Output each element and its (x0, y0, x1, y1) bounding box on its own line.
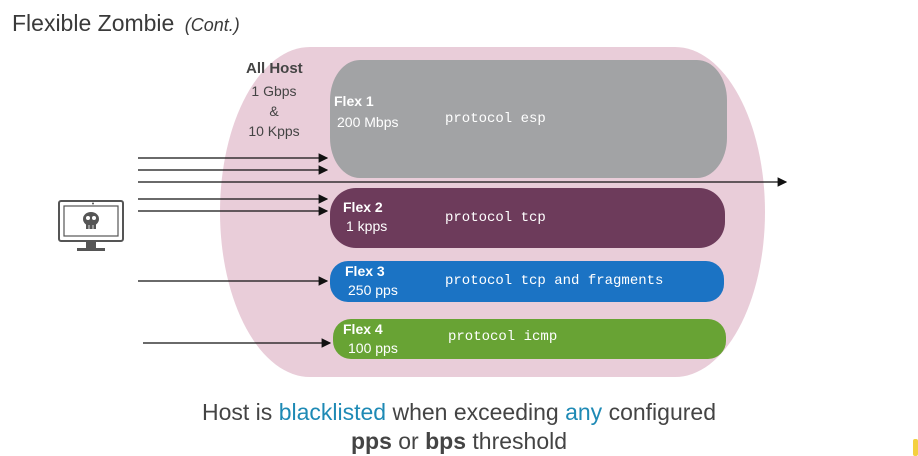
title-main: Flexible Zombie (12, 10, 175, 36)
conclusion-keyword-any: any (565, 399, 603, 425)
conclusion-text: threshold (466, 428, 568, 454)
all-host-title: All Host (246, 60, 303, 77)
all-host-limit-pps: 10 Kpps (248, 123, 300, 139)
flex-3-protocol: protocol tcp and fragments (445, 273, 664, 289)
conclusion-text: when exceeding (386, 399, 566, 425)
conclusion-text: Host is (202, 399, 279, 425)
flex-4-name: Flex 4 (343, 321, 383, 337)
conclusion-text: or (391, 428, 426, 454)
flex-4-box: Flex 4 100 pps protocol icmp (333, 319, 726, 359)
conclusion-keyword-blacklisted: blacklisted (278, 399, 387, 425)
flex-2-protocol: protocol tcp (445, 210, 546, 226)
page-title: Flexible Zombie (Cont.) (12, 10, 240, 37)
conclusion-line-2: pps or bps threshold (0, 428, 918, 455)
all-host-limit-and: & (269, 103, 279, 119)
slide-accent-mark (913, 439, 918, 456)
all-host-limit-bps: 1 Gbps (251, 83, 297, 99)
flex-4-rate: 100 pps (348, 340, 398, 356)
flex-3-name: Flex 3 (345, 263, 385, 279)
flex-2-rate: 1 kpps (346, 218, 388, 234)
conclusion-text: configured (602, 399, 716, 425)
flex-1-rate: 200 Mbps (337, 114, 399, 130)
flex-1-box: Flex 1 200 Mbps protocol esp (330, 60, 727, 178)
flex-4-protocol: protocol icmp (448, 329, 558, 345)
conclusion-keyword-bps: bps (425, 428, 466, 454)
flex-2-name: Flex 2 (343, 199, 383, 215)
conclusion-line-1: Host is blacklisted when exceeding any c… (0, 399, 918, 426)
monitor-skull-icon (58, 200, 124, 251)
flex-2-box: Flex 2 1 kpps protocol tcp (330, 188, 725, 248)
flex-3-box: Flex 3 250 pps protocol tcp and fragment… (330, 261, 724, 302)
conclusion-keyword-pps: pps (350, 428, 392, 454)
title-sub: (Cont.) (184, 15, 240, 35)
flex-1-name: Flex 1 (334, 93, 374, 109)
flex-1-protocol: protocol esp (445, 111, 546, 127)
flex-3-rate: 250 pps (348, 282, 398, 298)
